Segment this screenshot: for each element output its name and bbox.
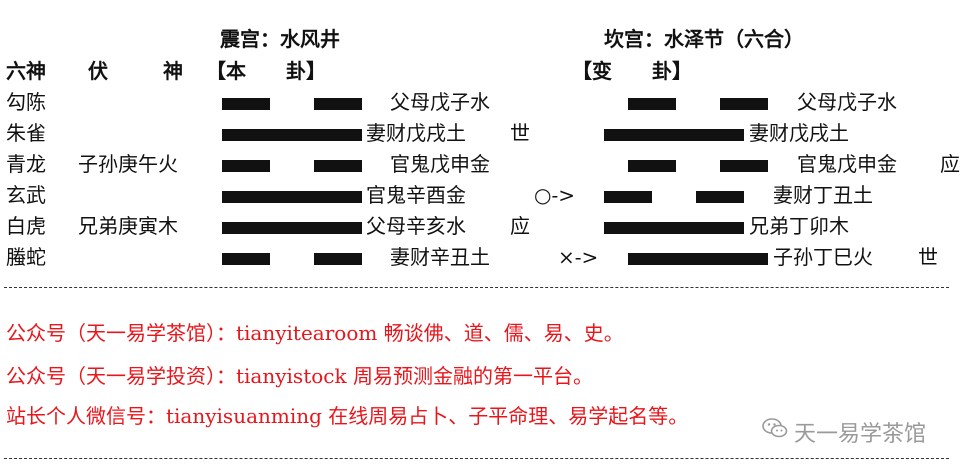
changed-yao-line xyxy=(628,253,768,265)
liushen-cell: 螣蛇 xyxy=(6,245,46,269)
main-yao-line xyxy=(222,160,362,172)
col-changed-gua-label: 【变 卦】 xyxy=(572,59,692,83)
main-yao-line xyxy=(222,98,362,110)
col-liushen-label: 六神 xyxy=(6,59,46,83)
main-yao-line xyxy=(222,253,362,265)
fushen-cell: 兄弟庚寅木 xyxy=(78,214,178,238)
main-yao-text: 妻财戊戌土 xyxy=(366,121,466,145)
main-yao-line xyxy=(222,191,362,203)
shi-ying-mark: 应 xyxy=(510,214,530,238)
main-palace-title: 震宫：水风井 xyxy=(220,27,340,51)
changed-shi-ying-mark: 应 xyxy=(940,152,960,176)
fushen-cell: 子孙庚午火 xyxy=(78,152,178,176)
liushen-cell: 朱雀 xyxy=(6,121,46,145)
changed-yao-text: 兄弟丁卯木 xyxy=(749,214,849,238)
watermark-text: 天一易学茶馆 xyxy=(794,422,927,447)
changed-yao-text: 妻财丁丑土 xyxy=(773,183,873,207)
liushen-cell: 青龙 xyxy=(6,152,46,176)
main-yao-text: 官鬼戊申金 xyxy=(390,152,490,176)
change-mark: ×-> xyxy=(558,245,599,269)
change-mark: ○-> xyxy=(534,183,575,207)
changed-yao-text: 官鬼戊申金 xyxy=(797,152,897,176)
changed-yao-line xyxy=(604,191,744,203)
wechat-icon xyxy=(762,418,788,438)
changed-shi-ying-mark: 世 xyxy=(918,245,938,269)
main-yao-text: 父母辛亥水 xyxy=(366,214,466,238)
changed-yao-line xyxy=(604,222,744,234)
col-main-gua-label: 【本 卦】 xyxy=(206,59,326,83)
changed-yao-line xyxy=(628,98,768,110)
col-shen-label: 神 xyxy=(163,59,183,83)
changed-yao-line xyxy=(628,160,768,172)
main-yao-line xyxy=(222,222,362,234)
col-fu-label: 伏 xyxy=(88,59,108,83)
dashed-divider-bottom xyxy=(4,458,949,459)
dashed-divider-top xyxy=(4,287,949,288)
liushen-cell: 勾陈 xyxy=(6,90,46,114)
changed-palace-title: 坎宫：水泽节（六合） xyxy=(604,27,804,51)
changed-yao-text: 父母戊子水 xyxy=(797,90,897,114)
main-yao-line xyxy=(222,129,362,141)
changed-yao-text: 子孙丁巳火 xyxy=(773,245,873,269)
main-yao-text: 父母戊子水 xyxy=(390,90,490,114)
shi-ying-mark: 世 xyxy=(510,121,530,145)
liushen-cell: 玄武 xyxy=(6,183,46,207)
changed-yao-line xyxy=(604,129,744,141)
main-yao-text: 妻财辛丑土 xyxy=(390,245,490,269)
liushen-cell: 白虎 xyxy=(6,214,46,238)
promo-line: 站长个人微信号：tianyisuanming 在线周易占卜、子平命理、易学起名等… xyxy=(6,404,689,428)
main-yao-text: 官鬼辛酉金 xyxy=(366,183,466,207)
promo-line: 公众号（天一易学投资）：tianyistock 周易预测金融的第一平台。 xyxy=(6,364,593,388)
promo-line: 公众号（天一易学茶馆）：tianyitearoom 畅谈佛、道、儒、易、史。 xyxy=(6,321,624,345)
changed-yao-text: 妻财戊戌土 xyxy=(749,121,849,145)
